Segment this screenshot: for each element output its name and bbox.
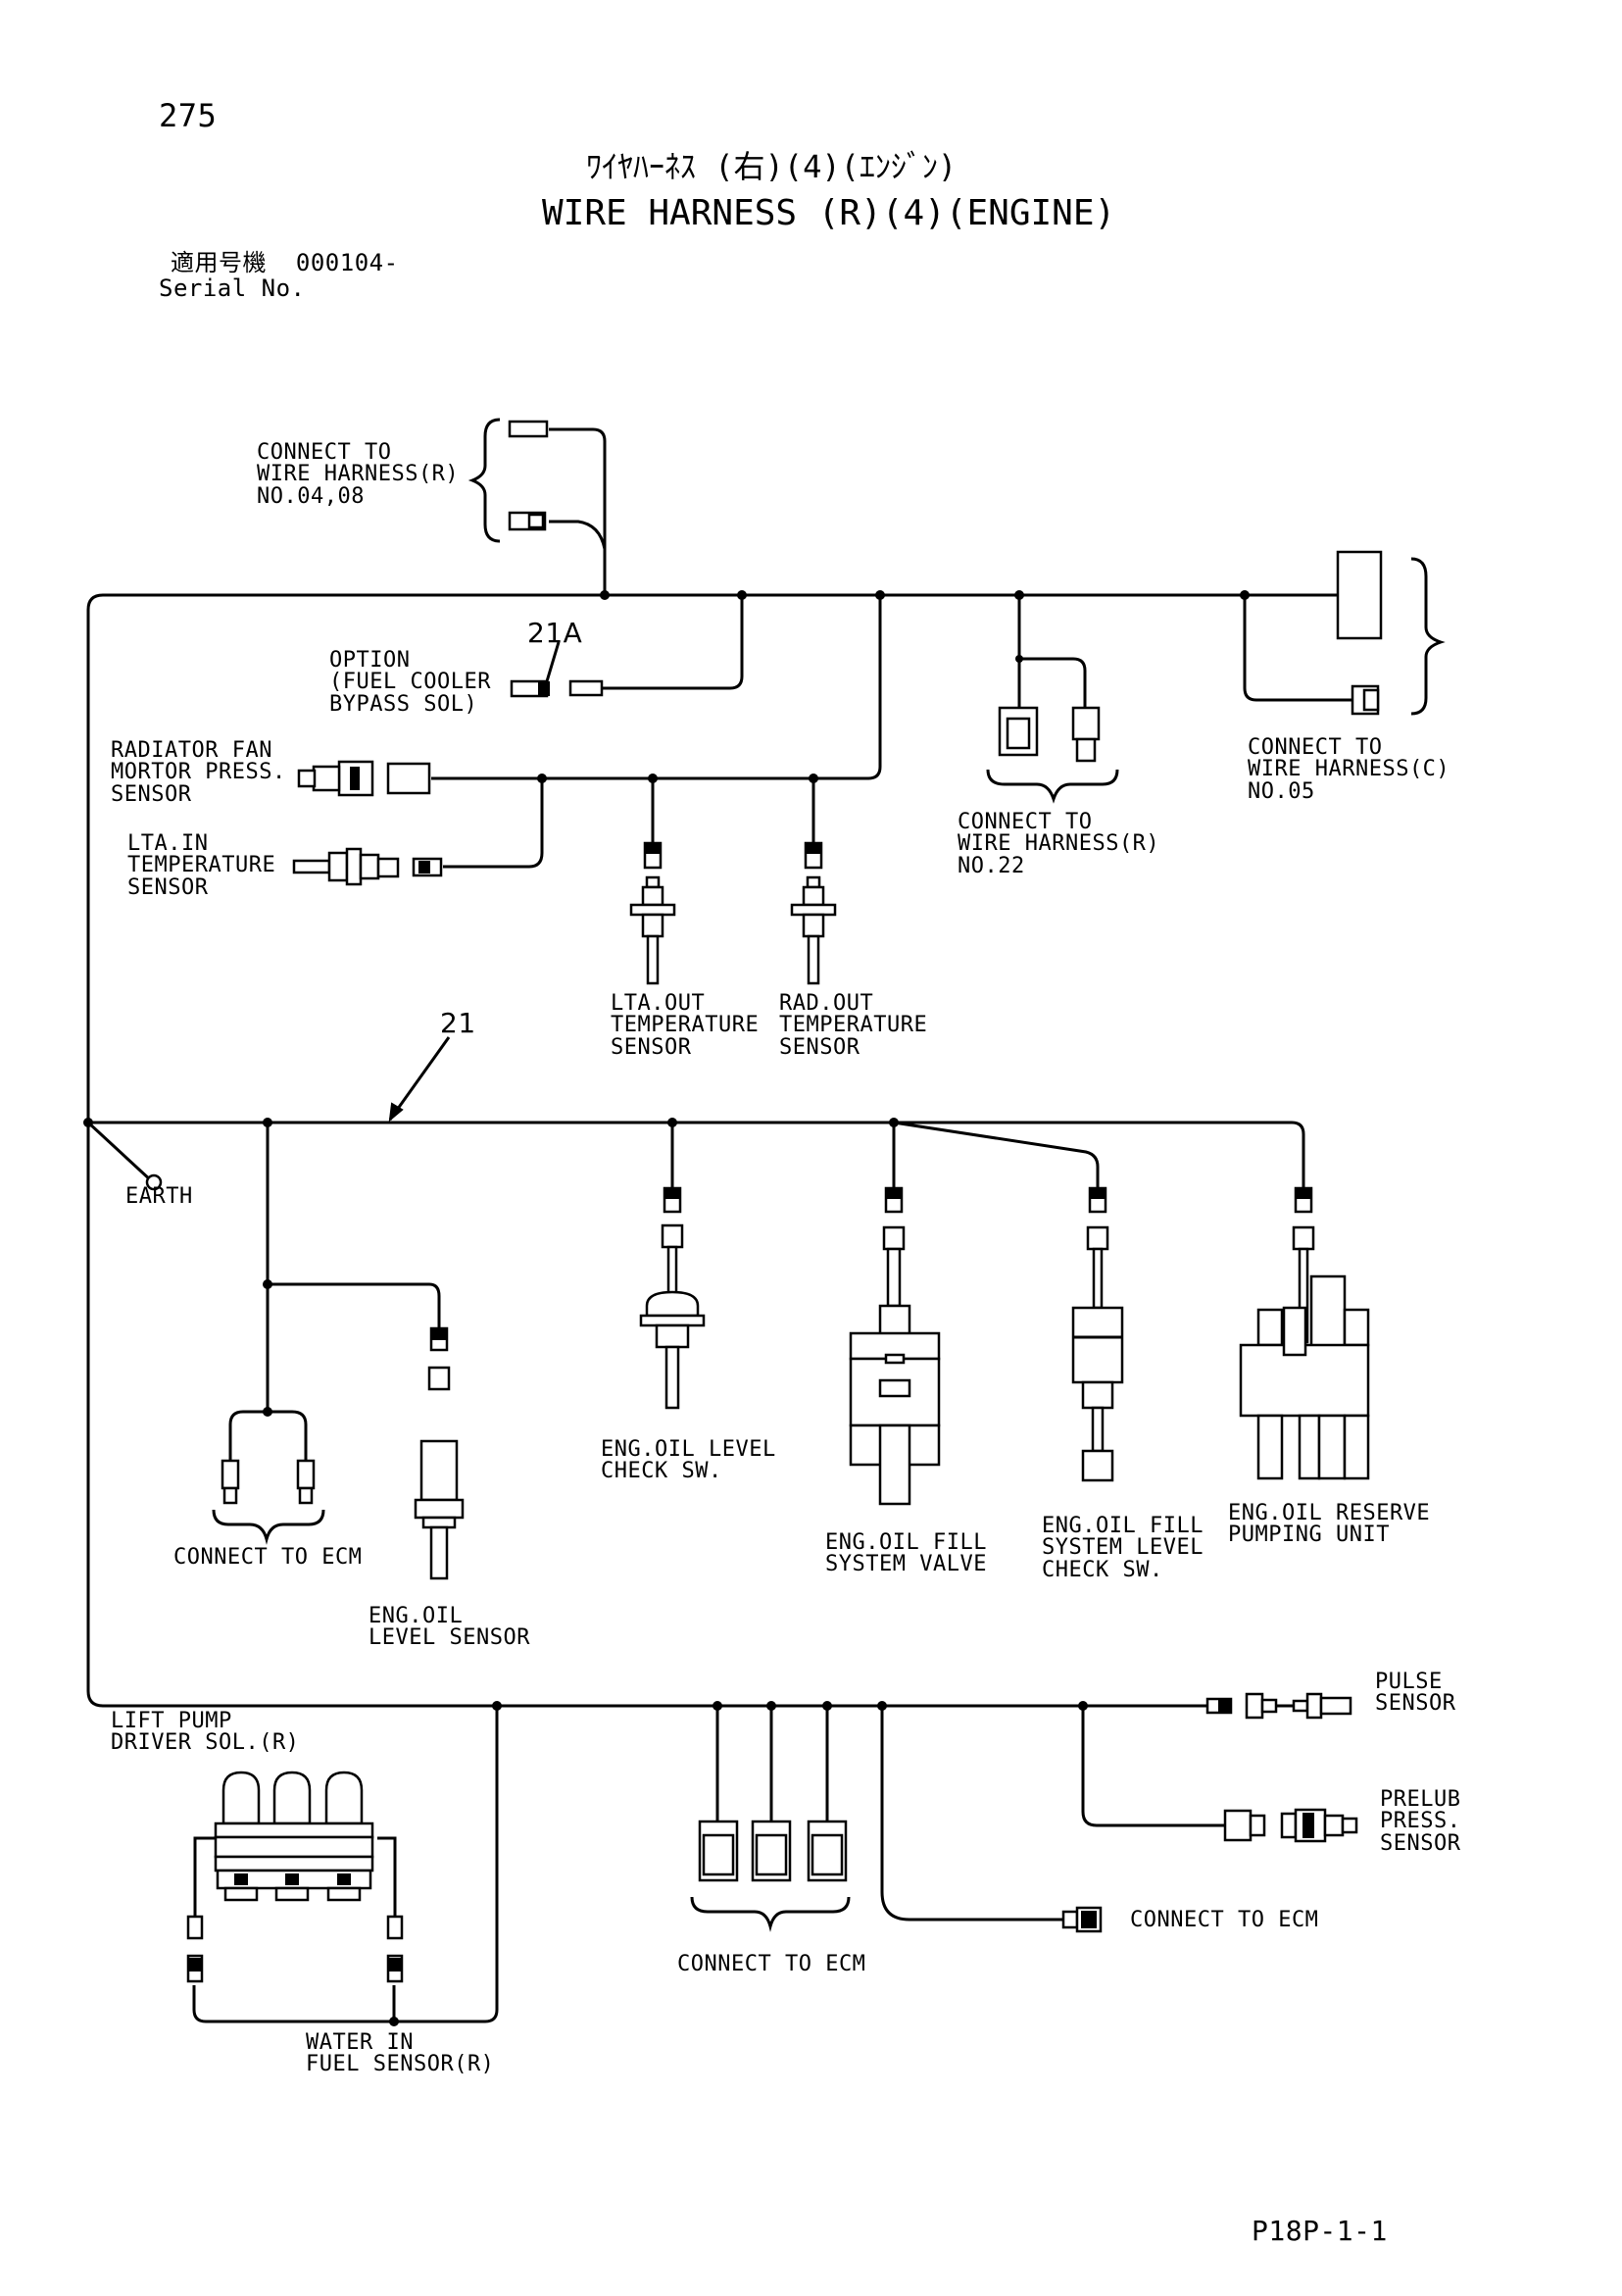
serial-label: Serial No.: [159, 275, 306, 302]
earth-branch: [83, 1118, 163, 1191]
label-eng-oil-fill-valve: ENG.OIL FILL SYSTEM VALVE: [825, 1530, 987, 1577]
page-title: WIRE HARNESS (R)(4)(ENGINE): [542, 193, 1116, 233]
connector-icon: [508, 420, 549, 438]
label-connect-wh-r-0408: CONNECT TO WIRE HARNESS(R) NO.04,08: [257, 440, 460, 509]
earth-icon: [145, 1173, 163, 1191]
connector-icon: [568, 679, 604, 697]
pulse-sensor-icon: [1292, 1699, 1309, 1713]
page-number: 275: [159, 97, 218, 134]
prelub-sensor-branch: [1078, 1701, 1358, 1843]
label-option-fuel-cooler: OPTION (FUEL COOLER BYPASS SOL): [329, 648, 491, 717]
eng-oil-fill-valve-branch: [849, 1118, 941, 1506]
ecm-left-branch: [212, 1118, 465, 1580]
eng-oil-fill-level-check-branch: [893, 1121, 1124, 1482]
serial-number: 000104-: [295, 249, 399, 276]
pressure-sensor-icon: [1280, 1812, 1298, 1839]
temperature-sensor-icon: [292, 859, 331, 874]
label-connect-wh-r-22: CONNECT TO WIRE HARNESS(R) NO.22: [958, 810, 1160, 878]
part-number-21: 21: [440, 1007, 476, 1039]
connector-icon: [1071, 706, 1101, 741]
label-connect-ecm-left: CONNECT TO ECM: [173, 1545, 363, 1570]
option-fuel-cooler-branch: [510, 590, 747, 698]
label-connect-wh-c-05: CONNECT TO WIRE HARNESS(C) NO.05: [1248, 735, 1450, 804]
temperature-sensor-icon: [641, 885, 664, 907]
switch-icon: [645, 1290, 700, 1318]
eng-oil-reserve-branch: [1239, 1186, 1370, 1480]
connect-wh-c-05-branch: [1240, 550, 1446, 716]
drawing-code: P18P-1-1: [1252, 2215, 1388, 2247]
lift-pump-branch: [186, 1701, 502, 2026]
label-lta-in-sensor: LTA.IN TEMPERATURE SENSOR: [127, 831, 276, 900]
level-sensor-icon: [419, 1439, 459, 1502]
label-water-in-fuel: WATER IN FUEL SENSOR(R): [306, 2030, 495, 2077]
label-connect-ecm-center: CONNECT TO ECM: [677, 1952, 866, 1976]
leader-line-21a: [545, 641, 561, 682]
serial-number-row: 適用号機 000104-: [171, 251, 399, 275]
connector-block-icon: [1336, 550, 1383, 640]
ecm-right-branch: [877, 1701, 1103, 1933]
label-earth: EARTH: [125, 1184, 193, 1209]
label-eng-oil-fill-level-check: ENG.OIL FILL SYSTEM LEVEL CHECK SW.: [1042, 1514, 1204, 1582]
label-lta-out-sensor: LTA.OUT TEMPERATURE SENSOR: [611, 991, 760, 1060]
label-rad-out-sensor: RAD.OUT TEMPERATURE SENSOR: [779, 991, 928, 1060]
label-connect-ecm-right: CONNECT TO ECM: [1130, 1908, 1319, 1932]
connector-icon: [1245, 1692, 1264, 1720]
sensor-branch-upper: [292, 590, 885, 985]
label-eng-oil-level-check: ENG.OIL LEVEL CHECK SW.: [601, 1437, 776, 1484]
ecm-center-branch: [690, 1701, 851, 1932]
top-branch-connect-wh-r-0408: [467, 418, 610, 600]
label-prelub-sensor: PRELUB PRESS. SENSOR: [1380, 1787, 1461, 1856]
connector-icon: [1223, 1809, 1253, 1842]
part-number-21a: 21A: [527, 617, 583, 649]
lift-pump-icon: [214, 1771, 374, 1902]
eng-oil-level-check-branch: [639, 1118, 706, 1410]
connector-icon: [1061, 1910, 1079, 1929]
connector-icon: [296, 1459, 316, 1490]
serial-label-japanese: 適用号機: [171, 249, 267, 276]
label-eng-oil-level-sensor: ENG.OIL LEVEL SENSOR: [369, 1604, 530, 1651]
page-title-japanese: ﾜｲﾔﾊｰﾈｽ (右)(4)(ｴﾝｼﾞﾝ): [586, 148, 958, 185]
level-switch-icon: [1071, 1306, 1124, 1384]
pulse-sensor-branch: [1205, 1692, 1352, 1720]
harness-trunk: [86, 593, 1338, 1708]
label-lift-pump: LIFT PUMP DRIVER SOL.(R): [111, 1709, 300, 1756]
connector-icon: [386, 762, 431, 795]
connector-icon: [221, 1459, 240, 1490]
temperature-sensor-icon: [802, 885, 825, 907]
leader-line-21: [388, 1036, 451, 1121]
label-radiator-fan-sensor: RADIATOR FAN MORTOR PRESS. SENSOR: [111, 738, 286, 807]
label-eng-oil-reserve: ENG.OIL RESERVE PUMPING UNIT: [1228, 1501, 1431, 1548]
label-pulse-sensor: PULSE SENSOR: [1375, 1670, 1456, 1717]
connect-wh-r-22-branch: [986, 590, 1119, 804]
